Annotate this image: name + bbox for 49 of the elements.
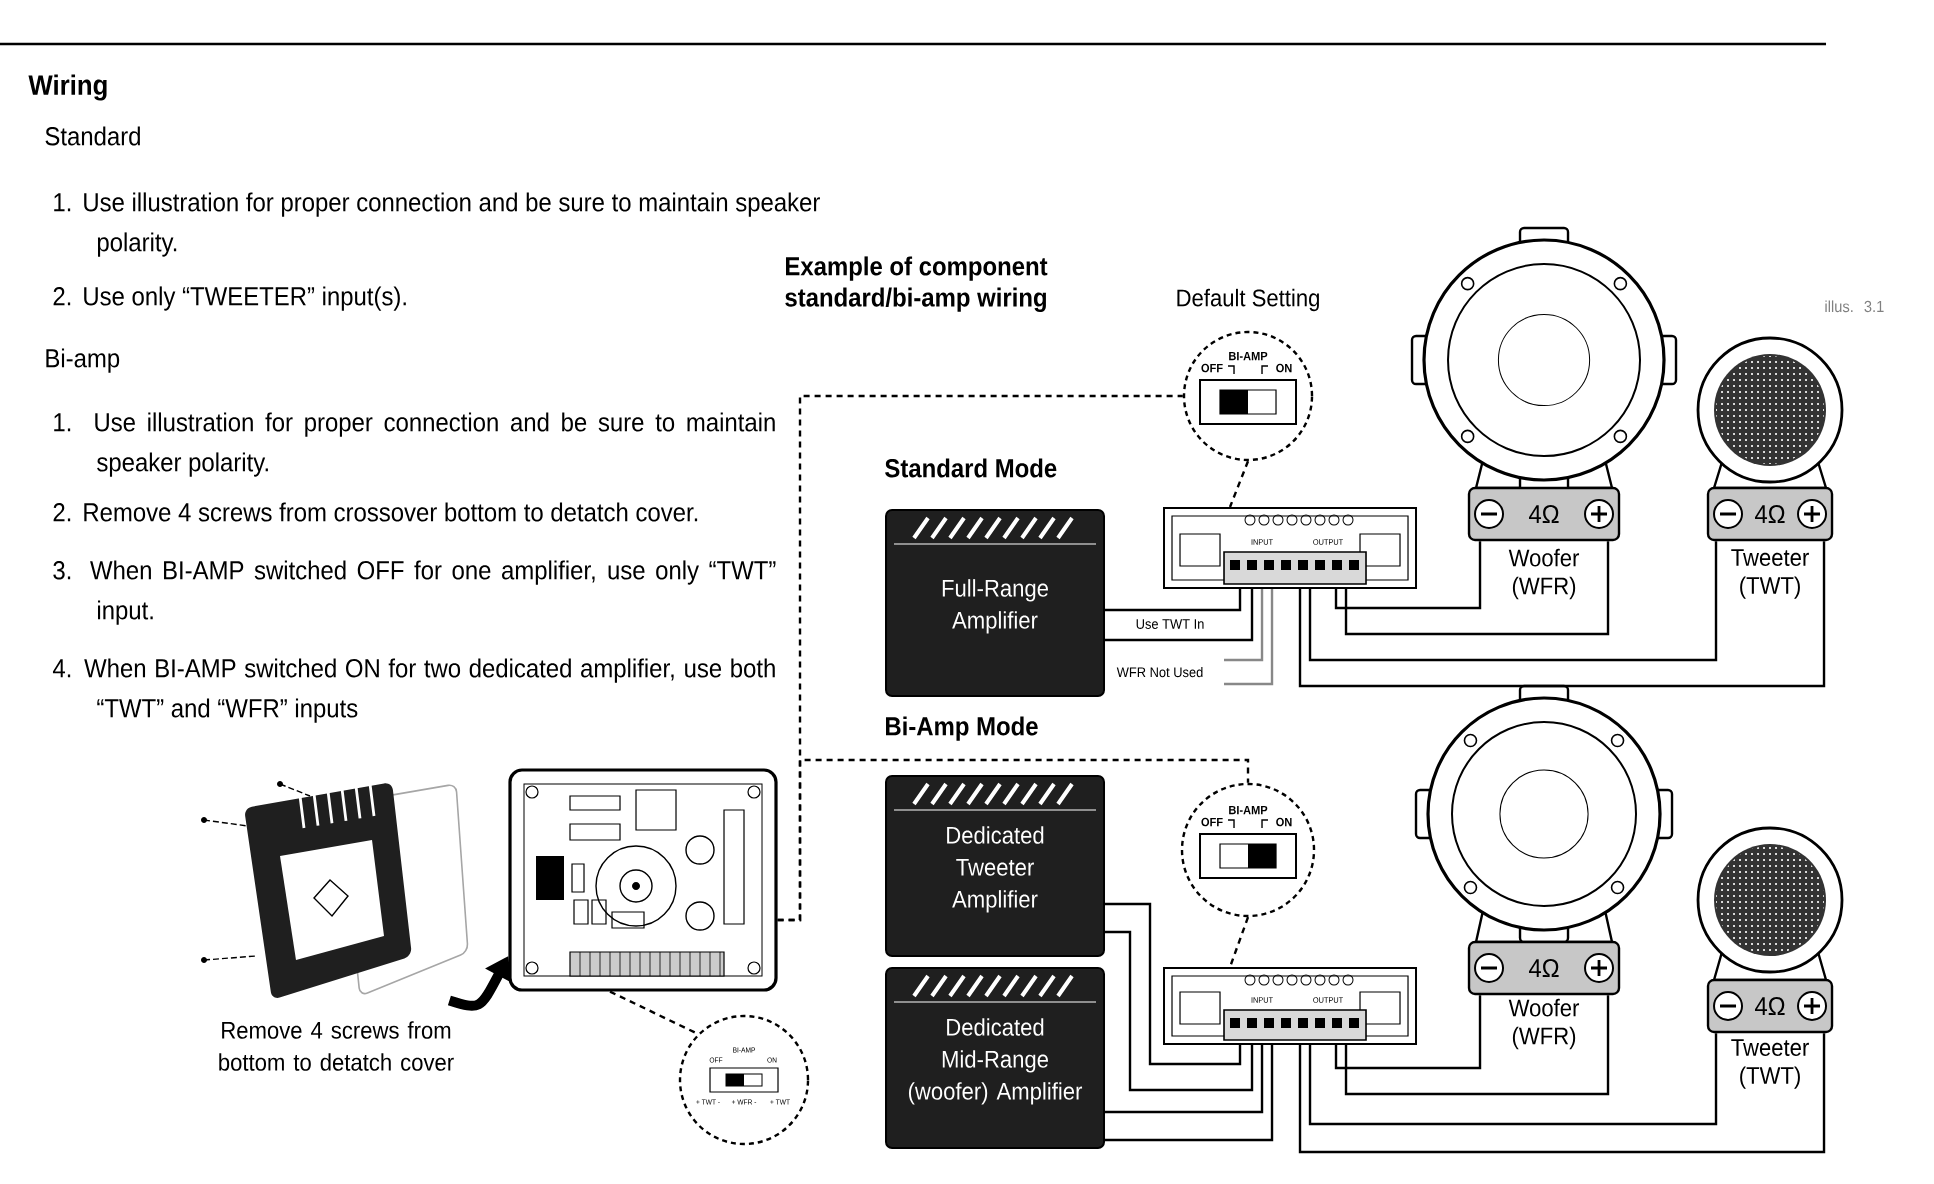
figure-title: Example of component standard/bi-amp wiring [785, 256, 1048, 312]
leader-line [609, 990, 699, 1035]
circuit-board-drawing [508, 768, 778, 992]
terminal-plate: 4Ω [1467, 940, 1621, 996]
wire [1334, 541, 1482, 610]
leader-line [1228, 916, 1250, 968]
wire [1224, 589, 1264, 662]
instruction-caption: Remove 4 screws from bottom to detatch cover [219, 1021, 454, 1071]
wire [1298, 1033, 1826, 1154]
wire [1344, 995, 1610, 1096]
wire [1105, 1045, 1264, 1114]
terminal-plate: 4Ω [1706, 486, 1834, 542]
wire [1105, 1045, 1274, 1142]
amplifier-box: Dedicated Mid-Range (woofer) Amplifier [885, 967, 1105, 1149]
mode-heading: Standard Mode [885, 458, 1057, 478]
wire [1308, 541, 1718, 662]
figure-number: illus. 3.1 [1825, 300, 1884, 313]
terminal-plate: 4Ω [1467, 486, 1621, 542]
subheading: Bi-amp [46, 348, 120, 373]
subheading: Standard [45, 126, 140, 146]
tweeter-drawing [1696, 826, 1844, 982]
list-item: 2. Use only “TWEETER” input(s). [53, 286, 406, 311]
mode-heading: Bi-Amp Mode [886, 716, 1038, 741]
wire [1105, 902, 1242, 1066]
tweeter-drawing [1696, 336, 1844, 490]
list-item: 4. When BI-AMP switched ON for two dedicated amplifier, use both “TWT” and “WFR” inputs [52, 658, 775, 723]
wire [1298, 541, 1826, 688]
wire [1105, 589, 1242, 612]
speaker-label: Tweeter (TWT) [1731, 1039, 1809, 1089]
amplifier-box: Dedicated Tweeter Amplifier [885, 775, 1105, 957]
wire [1105, 589, 1254, 642]
wire [1334, 995, 1482, 1070]
wire [1224, 589, 1274, 686]
list-item: 1. Use illustration for proper connection and be sure to maintain speaker polarity. [54, 412, 775, 477]
speaker-label: Woofer (WFR) [1508, 998, 1580, 1050]
list-item: 2. Remove 4 screws from crossover bottom to detatch cover. [53, 502, 698, 522]
leader-line [1228, 460, 1250, 508]
callout-caption: Default Setting [1177, 288, 1319, 312]
speaker-label: Woofer (WFR) [1508, 548, 1580, 600]
wire [1308, 1033, 1718, 1126]
section-title: Wiring [28, 74, 107, 101]
speaker-label: Tweeter (TWT) [1731, 549, 1809, 599]
list-item: 1. Use illustration for proper connection and be sure to maintain speaker polarity. [54, 192, 820, 257]
wire [1105, 930, 1254, 1092]
wire [1344, 541, 1610, 636]
amplifier-box: Full-Range Amplifier [885, 509, 1105, 697]
list-item: 3. When BI-AMP switched OFF for one amplifier, use only “TWT” input. [53, 560, 776, 625]
terminal-plate: 4Ω [1706, 978, 1834, 1034]
leader-line [777, 758, 1250, 922]
